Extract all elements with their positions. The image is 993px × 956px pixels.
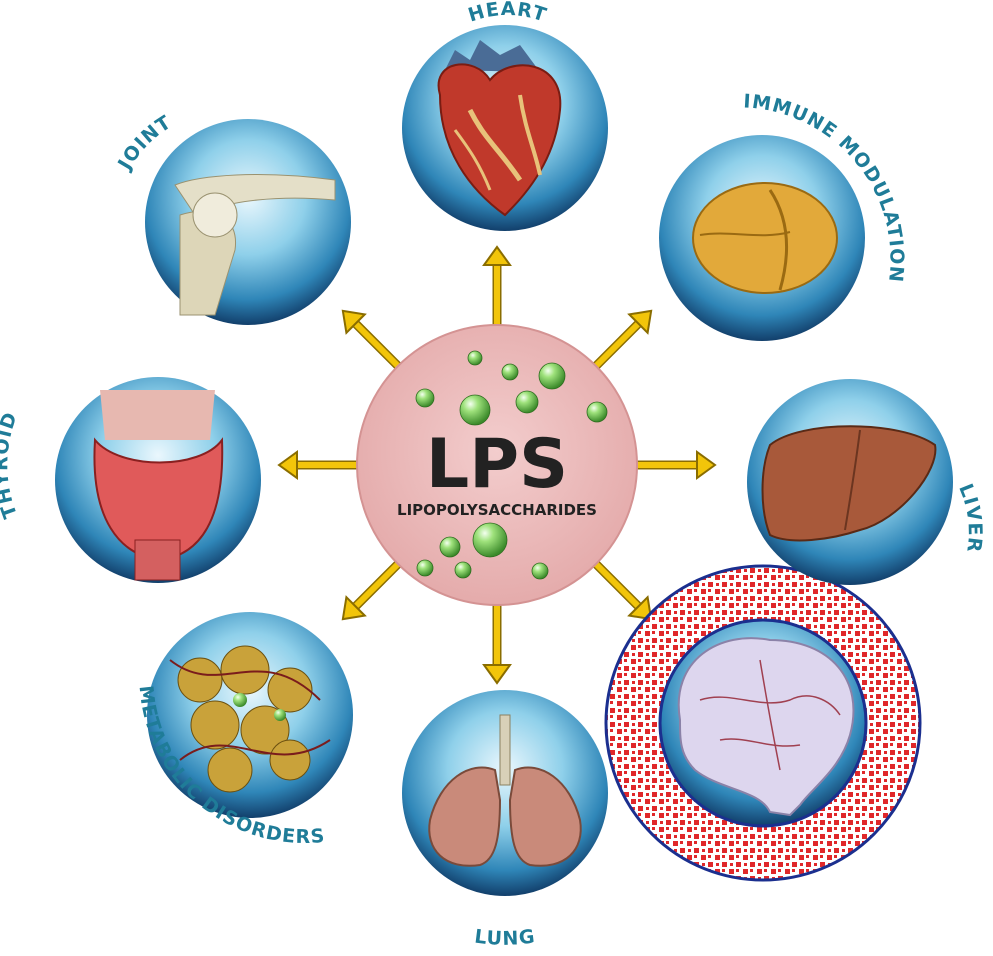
lps-bubble	[473, 523, 507, 557]
arrow-up-head	[484, 247, 510, 265]
orb-immune	[659, 135, 865, 341]
orb-lung	[402, 690, 608, 896]
orb-liver	[747, 379, 953, 585]
arrow-right-head	[697, 452, 715, 478]
label-liver: LIVER	[954, 481, 986, 554]
lps-bubble	[455, 562, 471, 578]
lps-bubble	[587, 402, 607, 422]
lps-bubble	[460, 395, 490, 425]
arrow-down-right-shaft	[596, 564, 638, 606]
orb-thyroid	[55, 377, 261, 583]
lps-title: LPS	[426, 425, 568, 504]
orb-joint	[145, 119, 351, 325]
orb-joint-bg	[145, 119, 351, 325]
lps-center: LPS LIPOPOLYSACCHARIDES	[357, 325, 637, 605]
arrow-down-head	[484, 665, 510, 683]
label-thyroid: THYROID	[0, 409, 22, 521]
lps-bubble	[416, 389, 434, 407]
lps-subtitle: LIPOPOLYSACCHARIDES	[397, 501, 597, 519]
lps-bubble	[516, 391, 538, 413]
label-lung: LUNG	[473, 925, 536, 949]
lps-bubble	[468, 351, 482, 365]
orb-heart	[402, 25, 608, 231]
arrow-up-left-shaft	[356, 324, 398, 366]
lps-bubble	[539, 363, 565, 389]
lps-bubble	[417, 560, 433, 576]
immune-cell-icon	[693, 183, 837, 293]
orb-brain	[660, 620, 866, 826]
lps-bubble	[502, 364, 518, 380]
label-heart: HEART	[466, 0, 550, 27]
lps-bubble	[440, 537, 460, 557]
lps-bubble	[532, 563, 548, 579]
arrow-down-left-shaft	[356, 564, 398, 606]
arrow-left-head	[279, 452, 297, 478]
arrow-up-right-shaft	[596, 324, 638, 366]
